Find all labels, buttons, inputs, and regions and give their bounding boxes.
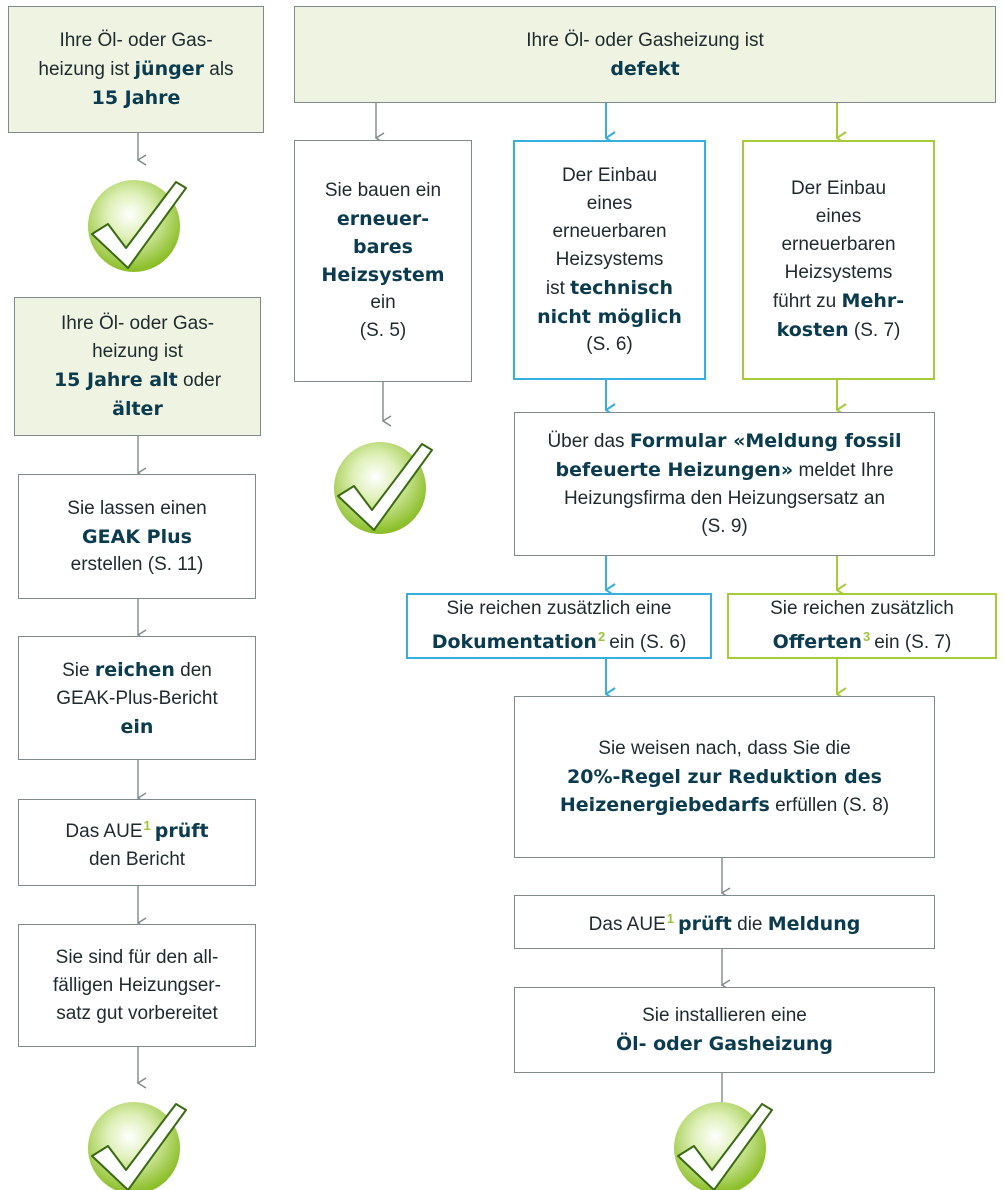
box-defect: Ihre Öl- oder Gasheizung ist defekt (294, 6, 996, 103)
box-well-prepared: Sie sind für den all- fälligen Heizungse… (18, 924, 256, 1047)
box-submit-report: Sie reichen den GEAK-Plus-Bericht ein (18, 636, 256, 760)
checkmark-icon (88, 180, 187, 272)
box-technically-impossible: Der Einbau eines erneuerbaren Heizsystem… (513, 140, 706, 380)
box-20-percent-rule: Sie weisen nach, dass Sie die 20%-Regel … (514, 696, 935, 858)
checkmark-icon (88, 1102, 187, 1190)
box-formular: Über das Formular «Meldung fossil befeue… (514, 412, 935, 556)
box-install-fossil: Sie installieren eine Öl- oder Gasheizun… (514, 987, 935, 1073)
box-younger-15: Ihre Öl- oder Gas- heizung ist jünger al… (8, 6, 264, 133)
box-renewable-installed: Sie bauen ein erneuer- bares Heizsystem … (294, 140, 472, 382)
box-geak-plus: Sie lassen einen GEAK Plus erstellen (S.… (18, 474, 256, 599)
box-15-or-older: Ihre Öl- oder Gas- heizung ist 15 Jahre … (14, 297, 261, 436)
checkmark-icon (674, 1102, 773, 1190)
box-additional-costs: Der Einbau eines erneuerbaren Heizsystem… (742, 140, 935, 380)
checkmark-icon (334, 442, 433, 534)
box-dokumentation: Sie reichen zusätzlich eine Dokumentatio… (406, 593, 712, 659)
